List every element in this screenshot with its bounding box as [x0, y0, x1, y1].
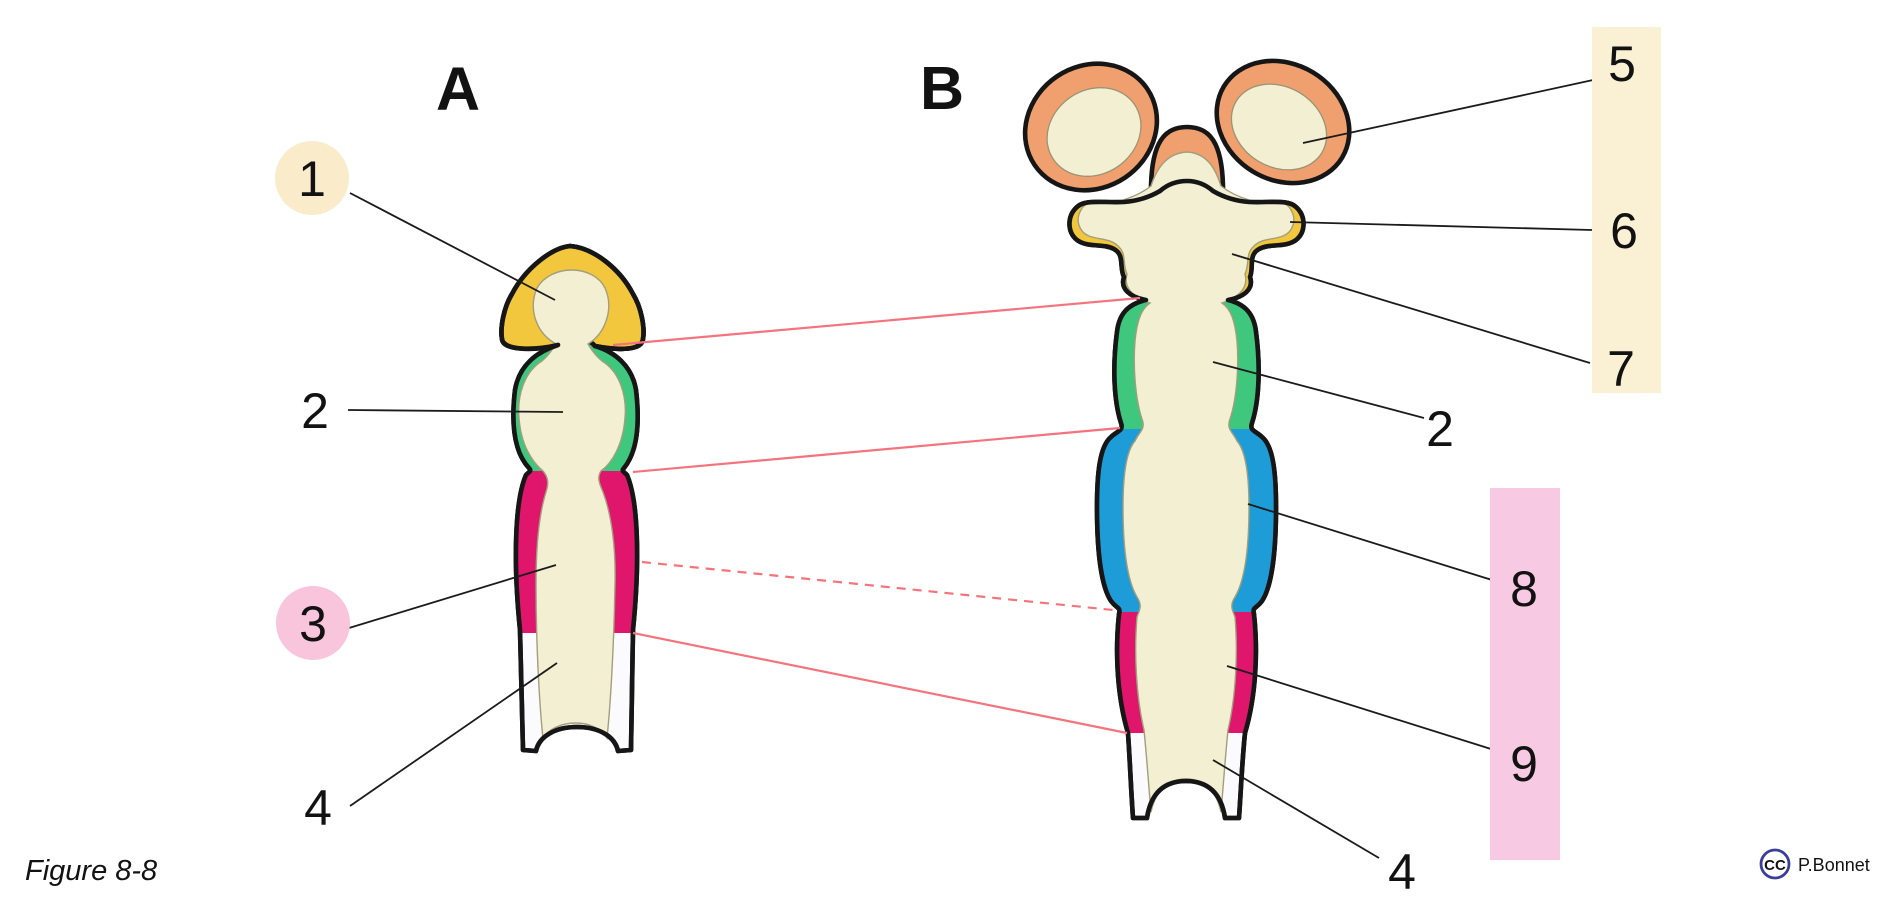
connector-prosencephalon [612, 296, 1141, 347]
b-right-hemisphere-lumen [1230, 83, 1328, 171]
line-4-left [349, 662, 558, 807]
cc-license-icon [1759, 848, 1791, 880]
cc-license-text: CC [1764, 857, 1786, 874]
callout-7: 7 [1607, 341, 1635, 397]
connector-rhombencephalon-dashed [641, 560, 1114, 612]
connector-spinal-cord [632, 631, 1128, 735]
author-credit: P.Bonnet [1798, 855, 1870, 875]
line-2-left [347, 409, 564, 413]
callout-4-right: 4 [1388, 844, 1416, 900]
callout-6: 6 [1610, 203, 1638, 259]
line-4-right [1212, 759, 1380, 859]
callout-8: 8 [1510, 561, 1538, 617]
line-3 [348, 564, 557, 629]
structure-a-three-vesicle [499, 243, 646, 754]
callout-5: 5 [1608, 36, 1636, 92]
callout-9: 9 [1510, 736, 1538, 792]
line-9 [1226, 665, 1492, 750]
callout-2-right: 2 [1426, 401, 1454, 457]
callout-4-left: 4 [304, 780, 332, 836]
line-2-right [1212, 361, 1425, 419]
line-8 [1247, 503, 1493, 581]
callout-3: 3 [299, 596, 327, 652]
connector-mesencephalon [632, 426, 1121, 474]
stage-correspondence-lines [612, 296, 1141, 735]
figure-caption: Figure 8-8 [25, 855, 157, 887]
a-outline [499, 243, 646, 754]
line-7 [1231, 253, 1591, 364]
callout-lines [347, 79, 1594, 859]
callout-1: 1 [298, 151, 326, 207]
rhombencephalon-legend-band [1490, 488, 1560, 860]
line-5 [1302, 79, 1594, 144]
callout-circle-3 [276, 586, 350, 660]
license-attribution: CC P.Bonnet [1759, 848, 1870, 880]
line-6 [1289, 221, 1593, 231]
b-left-hemisphere-lumen [1046, 87, 1142, 177]
prosencephalon-legend-band [1592, 27, 1661, 393]
callout-2-left: 2 [301, 383, 329, 439]
structure-b-five-vesicle [1022, 58, 1352, 821]
callout-circle-1 [275, 141, 349, 215]
line-1 [349, 192, 556, 301]
panel-label-a: A [436, 55, 480, 123]
a-neural-lumen [517, 269, 627, 742]
panel-label-b: B [920, 54, 964, 122]
